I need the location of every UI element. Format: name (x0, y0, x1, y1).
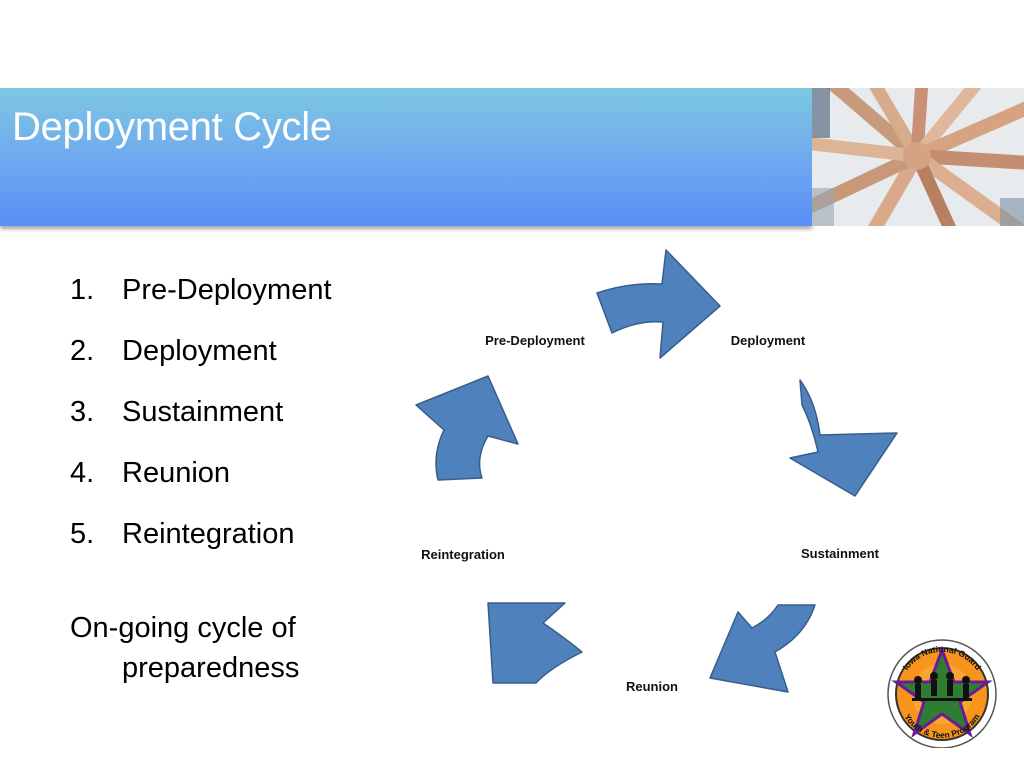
cycle-label-deployment: Deployment (731, 333, 806, 348)
cycle-label-sustainment: Sustainment (801, 546, 880, 561)
youth-teen-program-logo: Iowa National Guard Youth & Teen Program (887, 639, 997, 748)
list-text: Reunion (122, 457, 231, 489)
deployment-cycle-diagram: Pre-Deployment Deployment Sustainment Re… (415, 249, 898, 694)
slide-title: Deployment Cycle (12, 105, 332, 149)
cycle-label-pre-deployment: Pre-Deployment (485, 333, 585, 348)
list-text: Deployment (122, 335, 277, 367)
team-hands-photo (812, 88, 1024, 226)
list-text: Sustainment (122, 396, 284, 428)
list-text: Reintegration (122, 518, 295, 550)
list-number: 1. (70, 274, 95, 306)
cycle-arrow-pre-to-deployment (596, 249, 721, 359)
title-banner (0, 88, 812, 226)
list-text: Pre-Deployment (122, 274, 332, 306)
cycle-arrow-reintegration-to-pre (415, 375, 519, 481)
cycle-arrow-reunion-to-reintegration (487, 602, 583, 684)
note-line-1: On-going cycle of (70, 612, 296, 644)
cycle-note: On-going cycle of preparedness (70, 608, 299, 688)
cycle-arrow-sustainment-to-reunion (709, 604, 816, 693)
note-line-2: preparedness (122, 652, 300, 684)
cycle-label-reintegration: Reintegration (421, 547, 505, 562)
cycle-label-reunion: Reunion (626, 679, 678, 694)
list-number: 5. (70, 518, 95, 550)
list-number: 2. (70, 335, 95, 367)
list-number: 3. (70, 396, 95, 428)
list-number: 4. (70, 457, 95, 489)
cycle-arrow-deployment-to-sustainment (789, 379, 898, 497)
